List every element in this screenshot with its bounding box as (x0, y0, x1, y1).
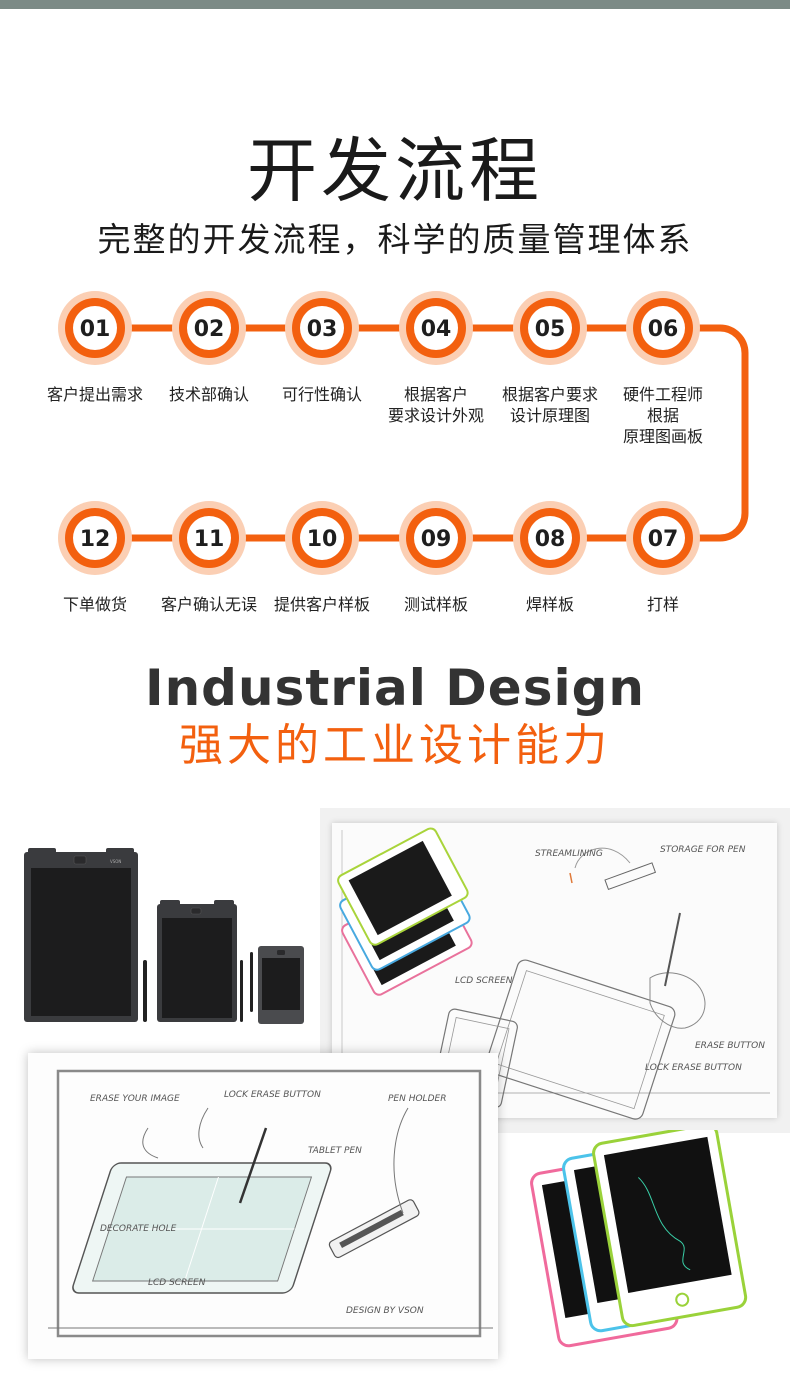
industrial-design-title: Industrial Design (144, 659, 646, 717)
sketch2-label-3: TABLET PEN (308, 1146, 362, 1156)
step-core (641, 516, 685, 560)
device-brand-text: VSON (110, 859, 121, 864)
step-number: 05 (535, 317, 566, 342)
page-title: 开发流程 (247, 130, 543, 212)
sketch2-label-4: DECORATE HOLE (100, 1224, 177, 1234)
sketch1-label-0: STREAMLINING (535, 849, 603, 859)
sketch1-label-1: STORAGE FOR PEN (660, 845, 746, 855)
step-number: 09 (421, 527, 452, 552)
step-label: 设计原理图 (510, 406, 590, 425)
step-number: 01 (80, 317, 111, 342)
step-number: 03 (307, 317, 338, 342)
flow-step-03: 03 可行性确认 (282, 291, 362, 404)
flow-step-02: 02 技术部确认 (169, 291, 249, 404)
step-number: 07 (648, 527, 679, 552)
step-label: 原理图画板 (623, 427, 703, 446)
step-number: 11 (194, 527, 225, 552)
step-label: 根据客户要求 (502, 385, 598, 404)
flow-step-12: 12 下单做货 (58, 501, 132, 614)
step-number: 06 (648, 317, 679, 342)
step-label: 焊样板 (526, 595, 574, 614)
industrial-design-subtitle: 强大的工业设计能力 (179, 720, 611, 771)
sketch2-label-1: LOCK ERASE BUTTON (224, 1090, 321, 1100)
sketch2-label-2: PEN HOLDER (388, 1094, 446, 1104)
step-label: 要求设计外观 (388, 406, 484, 425)
step-label: 客户确认无误 (161, 595, 257, 614)
step-core (641, 306, 685, 350)
step-core (414, 306, 458, 350)
step-label: 客户提出需求 (47, 385, 143, 404)
step-number: 10 (307, 527, 338, 552)
writing-tablets-photo: VSON (0, 822, 330, 1042)
step-core (73, 516, 117, 560)
step-core (73, 306, 117, 350)
step-number: 02 (194, 317, 225, 342)
flow-step-10: 10 提供客户样板 (274, 501, 370, 614)
top-bar (0, 0, 790, 9)
sketch2-label-0: ERASE YOUR IMAGE (90, 1094, 180, 1104)
process-flow: 01客户提出需求02技术部确认03可行性确认04根据客户要求设计外观05根据客户… (47, 291, 749, 614)
sketch2-label-5: LCD SCREEN (148, 1278, 206, 1288)
step-label: 下单做货 (63, 595, 127, 614)
step-number: 08 (535, 527, 566, 552)
step-core (528, 306, 572, 350)
step-number: 12 (80, 527, 111, 552)
flow-step-01: 01 客户提出需求 (47, 291, 143, 404)
step-core (300, 516, 344, 560)
step-label: 硬件工程师 (623, 385, 703, 404)
flow-step-09: 09 测试样板 (399, 501, 473, 614)
flow-step-08: 08 焊样板 (513, 501, 587, 614)
flow-connector-turn (663, 324, 749, 542)
page-subtitle: 完整的开发流程，科学的质量管理体系 (97, 220, 693, 259)
step-label: 根据 (647, 406, 679, 425)
sketch1-label-2: LCD SCREEN (455, 976, 513, 986)
step-label: 测试样板 (404, 595, 468, 614)
step-label: 根据客户 (404, 385, 468, 404)
sketch2-label-6: DESIGN BY VSON (346, 1306, 424, 1316)
design-sketch-outline: ERASE YOUR IMAGE LOCK ERASE BUTTON PEN H… (28, 1053, 498, 1359)
flow-step-07: 07 打样 (626, 501, 700, 614)
flow-step-11: 11 客户确认无误 (161, 501, 257, 614)
step-core (414, 516, 458, 560)
step-label: 可行性确认 (282, 385, 362, 404)
step-core (187, 306, 231, 350)
step-label: 技术部确认 (169, 385, 249, 404)
colored-tablets-photo (520, 1123, 790, 1379)
step-label: 提供客户样板 (274, 595, 370, 614)
sketch1-label-4: LOCK ERASE BUTTON (645, 1063, 742, 1073)
sketch1-label-3: ERASE BUTTON (695, 1041, 765, 1051)
step-core (300, 306, 344, 350)
step-core (528, 516, 572, 560)
step-core (187, 516, 231, 560)
step-label: 打样 (647, 595, 679, 614)
step-number: 04 (421, 317, 452, 342)
